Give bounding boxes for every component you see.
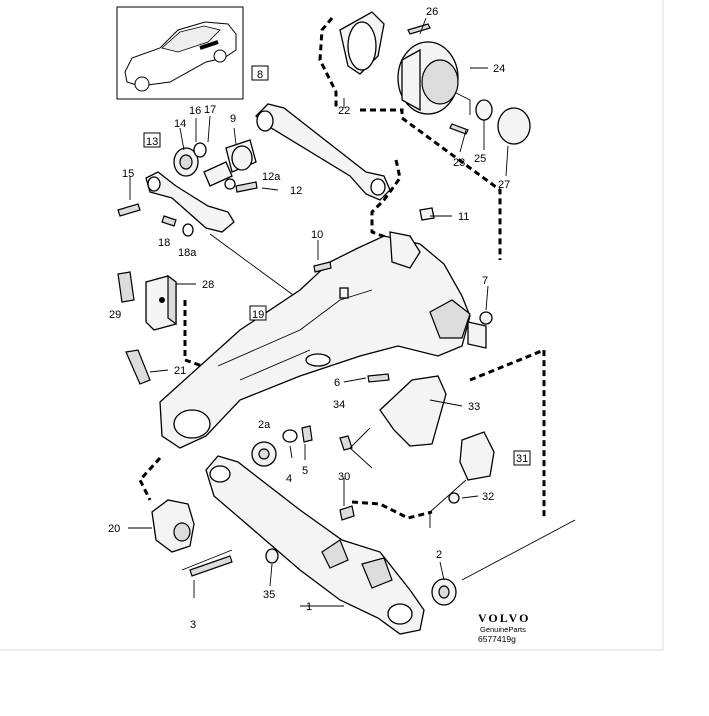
label-12a: 12a (262, 171, 281, 183)
upper-arm-part-8 (255, 103, 391, 201)
nut-part-7 (479, 311, 493, 325)
label-35: 35 (263, 589, 275, 601)
label-20: 20 (108, 523, 120, 535)
dashed-leaders (138, 17, 546, 520)
label-28: 28 (202, 279, 214, 291)
bushing-part-2a (251, 441, 277, 467)
bolt-part-3 (189, 555, 233, 577)
car-thumbnail (116, 6, 244, 100)
label-30: 30 (338, 471, 350, 483)
label-box-19 (249, 305, 267, 321)
callout-leaders (128, 17, 509, 607)
bolt-part-18 (161, 215, 177, 227)
label-15: 15 (122, 168, 134, 180)
label-21: 21 (174, 365, 186, 377)
bolt-part-34 (339, 435, 353, 451)
bushing-part-14 (173, 147, 199, 177)
bolt-part-29 (117, 271, 135, 303)
label-box-8 (251, 65, 269, 81)
level-sensor-part-31 (429, 431, 495, 528)
washer-part-12a (224, 178, 236, 190)
thin-leaders (181, 79, 576, 581)
label-3: 3 (190, 619, 196, 631)
washer-part-18a (182, 223, 194, 237)
label-17: 17 (204, 104, 216, 116)
bolt-part-15 (117, 203, 141, 217)
label-12: 12 (290, 185, 302, 197)
bolt-part-23 (449, 123, 469, 135)
brand-subtitle: GenuineParts (480, 625, 526, 634)
label-18a: 18a (178, 247, 197, 259)
bushing-part-2 (431, 578, 457, 606)
label-19: 19 (252, 309, 264, 321)
label-14: 14 (174, 118, 186, 130)
subframe-part-19 (159, 231, 487, 449)
label-26: 26 (426, 6, 438, 18)
label-24: 24 (493, 63, 505, 75)
label-7: 7 (482, 275, 488, 287)
label-10: 10 (311, 229, 323, 241)
label-1: 1 (306, 601, 312, 613)
bracket-part-33 (349, 375, 447, 469)
bushing-part-9 (203, 139, 257, 187)
label-4: 4 (286, 473, 292, 485)
bolts-small (117, 178, 493, 577)
nut-part-11 (419, 207, 435, 221)
bolt-part-21 (125, 349, 151, 385)
washer-part-16 (193, 142, 207, 158)
label-18: 18 (158, 237, 170, 249)
label-6: 6 (334, 377, 340, 389)
bearing-nut-part-25 (475, 99, 493, 121)
label-34: 34 (333, 399, 345, 411)
toe-arm-part-13 (145, 171, 235, 233)
brand-name: VOLVO (478, 611, 530, 625)
diagram-code: 6577419g (478, 634, 516, 644)
washer-part-4 (282, 429, 298, 443)
bolt-part-5 (301, 425, 313, 443)
label-23: 23 (453, 157, 465, 169)
nut-part-35 (265, 548, 279, 564)
bolt-part-12 (235, 181, 258, 193)
hub-part-24 (397, 41, 459, 115)
label-33: 33 (468, 401, 480, 413)
bolt-part-30 (339, 505, 355, 521)
label-31: 31 (516, 453, 528, 465)
bolt-part-10 (313, 261, 332, 273)
label-29: 29 (109, 309, 121, 321)
label-5: 5 (302, 465, 308, 477)
bolt-part-6 (367, 373, 390, 383)
label-27: 27 (498, 179, 510, 191)
label-2: 2 (436, 549, 442, 561)
label-22: 22 (338, 105, 350, 117)
nut-part-32 (448, 492, 460, 504)
label-box-31 (513, 450, 531, 466)
dust-cap-part-27 (497, 107, 531, 145)
part-number-labels: 26 24 22 23 25 27 8 16 17 14 9 13 15 12a… (108, 6, 528, 631)
label-13: 13 (146, 136, 158, 148)
hub-bolt-part-26 (407, 23, 431, 35)
volvo-brand-block: VOLVO GenuineParts 6577419g (478, 611, 530, 644)
label-16: 16 (189, 105, 201, 117)
damper-block-part-28 (145, 274, 177, 331)
label-11: 11 (458, 211, 469, 223)
label-32: 32 (482, 491, 494, 503)
abs-ring-part-22 (339, 11, 385, 75)
lower-arm-part-1 (205, 455, 425, 635)
label-2a: 2a (258, 419, 271, 431)
label-9: 9 (230, 113, 236, 125)
label-box-13 (143, 132, 161, 148)
rubber-mount-part-20 (151, 499, 195, 553)
label-8: 8 (257, 69, 263, 81)
label-25: 25 (474, 153, 486, 165)
